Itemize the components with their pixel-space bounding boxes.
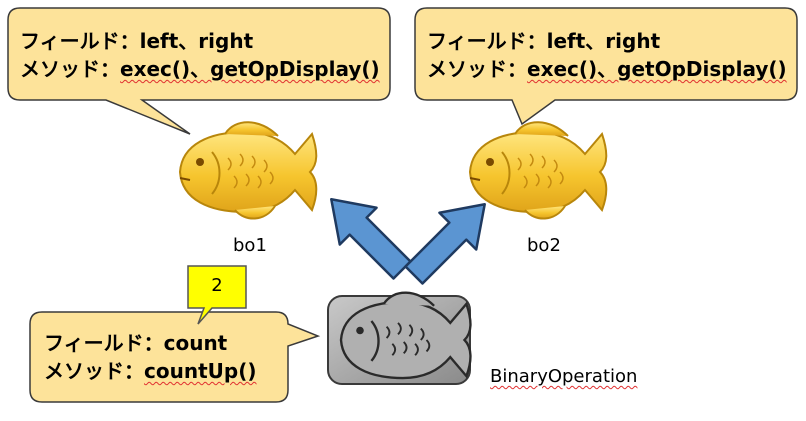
bo2-methods-value: exec()、getOpDisplay(): [527, 57, 787, 81]
count-badge: [187, 265, 247, 325]
bo1-fields-prefix: フィールド：: [20, 29, 140, 53]
callout-bubble-class: [29, 311, 321, 403]
object-label-bo1: bo1: [233, 235, 267, 256]
class-fields-prefix: フィールド：: [44, 331, 164, 355]
taiyaki-object-bo1-icon: [179, 121, 318, 220]
bo2-methods-prefix: メソッド：: [427, 57, 527, 81]
bo2-fields-value: left、right: [546, 29, 661, 53]
taiyaki-object-bo2-icon: [469, 121, 608, 220]
class-fields-value: count: [163, 331, 228, 355]
class-label: BinaryOperation: [490, 366, 638, 387]
bo1-methods-line: メソッド：exec()、getOpDisplay(): [20, 56, 380, 82]
bo1-fields-value: left、right: [139, 29, 254, 53]
bo2-methods-line: メソッド：exec()、getOpDisplay(): [427, 56, 787, 82]
arrow-to-bo1: [330, 198, 412, 280]
bo1-fields-line: フィールド：left、right: [20, 28, 253, 54]
object-label-bo2: bo2: [527, 235, 561, 256]
callout-bubble-bo2: [414, 7, 798, 126]
taiyaki-mold-class-icon: [327, 291, 472, 385]
callout-bubble-bo1: [7, 7, 391, 135]
bo1-methods-value: exec()、getOpDisplay(): [120, 57, 380, 81]
class-methods-value: countUp(): [144, 359, 257, 383]
bo2-fields-prefix: フィールド：: [427, 29, 547, 53]
class-methods-line: メソッド：countUp(): [44, 358, 256, 384]
class-fields-line: フィールド：count: [44, 330, 227, 356]
bo2-fields-line: フィールド：left、right: [427, 28, 660, 54]
count-badge-value: 2: [211, 275, 223, 296]
bo1-methods-prefix: メソッド：: [20, 57, 120, 81]
class-methods-prefix: メソッド：: [44, 359, 144, 383]
arrow-to-bo2: [404, 203, 486, 285]
